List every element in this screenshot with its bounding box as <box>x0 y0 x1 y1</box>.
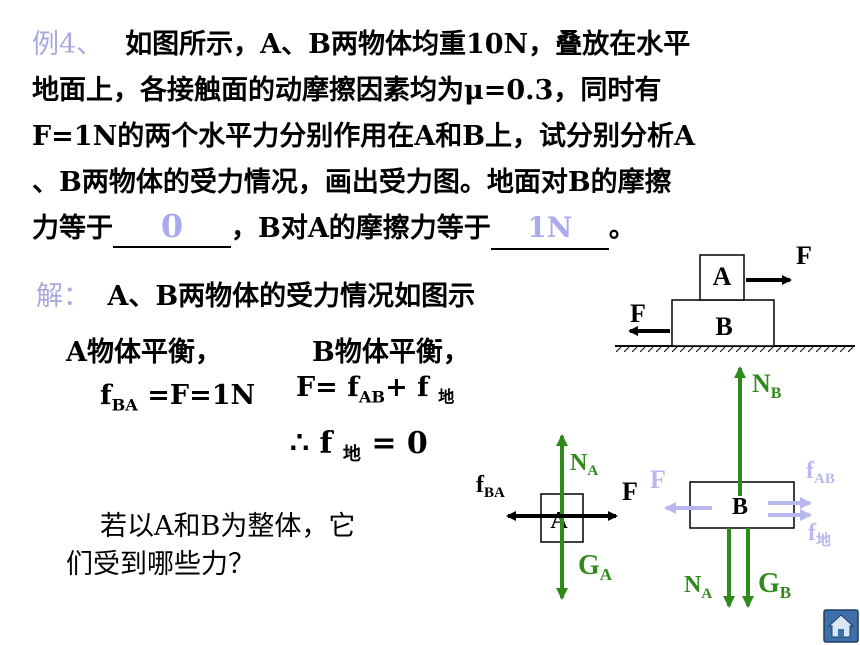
fbd-a-friction-label: fBA <box>476 472 505 501</box>
problem-line-2: 地面上，各接触面的动摩擦因素均为μ=0.3，同时有 <box>32 75 662 106</box>
problem-line-4: 、B两物体的受力情况，画出受力图。地面对B的摩擦 <box>32 167 672 198</box>
home-icon <box>827 614 855 638</box>
fbd-b: B NB NA GB F fAB f地 <box>650 366 835 608</box>
problem-line-1: 例4、如图所示，A、B两物体均重10N，叠放在水平 <box>32 29 691 60</box>
problem-line-3: F=1N的两个水平力分别作用在A和B上，试分别分析A <box>32 121 695 152</box>
fbd-b-label: B <box>732 494 748 520</box>
home-button[interactable] <box>823 609 859 643</box>
example-label: 例4、 <box>32 29 104 60</box>
answer-blank-1: 0 <box>113 206 231 248</box>
a-balance-text: A物体平衡， <box>66 337 222 368</box>
setup-label-a: A <box>713 262 732 291</box>
fbd-a-label: A <box>550 508 568 534</box>
fbd-b-friction-ground-label: f地 <box>808 520 831 549</box>
fbd-a: A NA GA fBA F <box>476 434 638 600</box>
question-line-1: 若以A和B为整体，它 <box>100 511 356 542</box>
solution-label: 解： <box>36 281 90 312</box>
ground-hatch <box>615 346 855 352</box>
equation-b: F= fAB+ f 地 <box>296 372 455 407</box>
fbd-b-weight-label: GB <box>758 568 791 602</box>
fbd-b-normal-top-label: NB <box>752 369 782 402</box>
equation-a: fBA =F=1N <box>100 380 256 415</box>
setup-block-a <box>699 254 745 301</box>
fbd-a-force-label: F <box>622 477 638 506</box>
equation-c: ∴ f 地 = 0 <box>290 426 428 465</box>
problem-text: 例4、如图所示，A、B两物体均重10N，叠放在水平 地面上，各接触面的动摩擦因素… <box>32 22 832 252</box>
b-balance-text: B物体平衡， <box>312 337 470 368</box>
answer-blank-2: 1N <box>490 208 609 250</box>
question-line-2: 们受到哪些力？ <box>66 549 255 580</box>
solution-intro: 解： A、B两物体的受力情况如图示 <box>36 281 476 312</box>
fbd-a-normal-label: NA <box>570 450 598 479</box>
setup-label-f-top: F <box>796 241 812 270</box>
fbd-a-weight-label: GA <box>578 550 613 584</box>
setup-diagram: A B F F <box>615 241 855 352</box>
fbd-b-friction-ab-label: fAB <box>806 458 835 487</box>
fbd-b-normal-bottom-label: NA <box>684 572 712 602</box>
fbd-b-force-label: F <box>650 465 666 494</box>
setup-label-b: B <box>715 312 732 341</box>
setup-label-f-bottom: F <box>630 299 646 328</box>
